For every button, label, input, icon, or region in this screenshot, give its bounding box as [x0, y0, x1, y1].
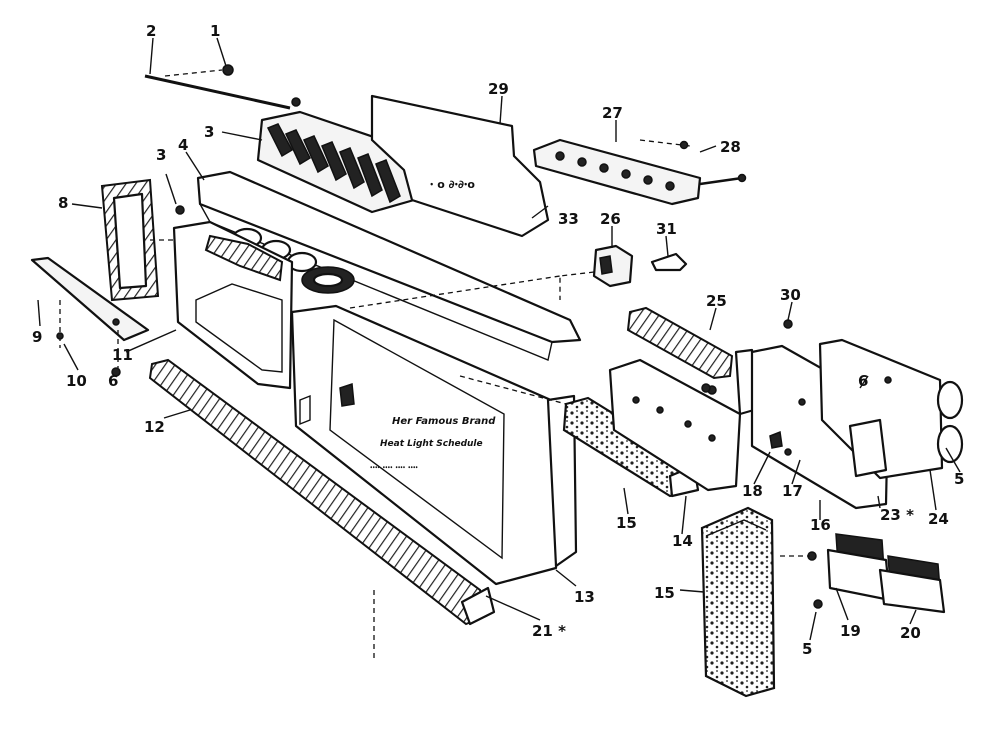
callout-15: 15: [616, 514, 637, 532]
callout-3-top: 3: [204, 123, 214, 141]
callout-28-board: 30: [780, 286, 801, 304]
part-faceplate: Her Famous Brand Heat Light Schedule ꞏꞏꞏ…: [290, 304, 578, 586]
part-textured-panel: [700, 506, 776, 698]
callout-1: 1: [210, 22, 220, 40]
callout-17: 15: [654, 584, 675, 602]
part-bracket-plate: ꞏ o ∂ꞏ∂ꞏo: [370, 94, 550, 238]
callout-18: 16: [810, 516, 831, 534]
callout-6-left: 6: [108, 372, 118, 390]
svg-text:Heat Light Schedule: Heat Light Schedule: [380, 439, 483, 449]
callout-31: 33: [558, 210, 579, 228]
svg-text:ꞏ o ∂ꞏ∂ꞏo: ꞏ o ∂ꞏ∂ꞏo: [430, 178, 475, 191]
callout-6-right: 6: [858, 372, 868, 390]
callout-29: 29: [488, 80, 509, 98]
part-end-cap: [100, 178, 160, 302]
callout-23: 23 *: [880, 506, 914, 524]
callout-10: 10: [66, 372, 87, 390]
part-board-panel: [608, 358, 742, 492]
part-terminal-strip: [532, 138, 747, 206]
part-relay: [559, 244, 688, 300]
callout-5-bottom: 5: [802, 640, 812, 658]
callout-25: 25: [706, 292, 727, 310]
callout-14: 13: [574, 588, 595, 606]
part-rod-and-nut: [144, 64, 301, 110]
callout-30: 31: [656, 220, 677, 238]
part-bottom-trim: [148, 358, 496, 626]
callout-labels: 2 1 3 3 4 8 9 10 6 11 12 29 27 28 33 26 …: [32, 22, 964, 658]
callout-28-relay: 26: [600, 210, 621, 228]
callout-27: 28: [720, 138, 741, 156]
svg-text:ꞏꞏꞏꞏ ꞏꞏꞏꞏ ꞏꞏꞏꞏ ꞏꞏꞏꞏ: ꞏꞏꞏꞏ ꞏꞏꞏꞏ ꞏꞏꞏꞏ ꞏꞏꞏꞏ: [370, 463, 418, 472]
assembly-lines: [56, 205, 810, 660]
part-frame: [172, 220, 294, 390]
callout-3-left: 3: [156, 146, 166, 164]
callout-22: 20: [900, 624, 921, 642]
callout-20: 18: [742, 482, 763, 500]
callout-4: 4: [178, 136, 188, 154]
callout-19: 17: [782, 482, 803, 500]
callout-13: 21 *: [532, 622, 566, 640]
callout-16: 14: [672, 532, 693, 550]
part-switch-block: [256, 110, 416, 214]
callout-26: 27: [602, 104, 623, 122]
part-console-panel: [196, 170, 582, 361]
callout-12: 12: [144, 418, 165, 436]
leader-lines: [37, 37, 961, 641]
callout-5-right: 5: [954, 470, 964, 488]
callout-8: 8: [58, 194, 68, 212]
callout-24: 24: [928, 510, 949, 528]
part-circuit-board: [750, 319, 964, 510]
callout-21: 19: [840, 622, 861, 640]
part-trim-piece: [30, 256, 150, 342]
part-connectors: [807, 533, 946, 614]
callout-11: 11: [112, 346, 133, 364]
callout-9: 9: [32, 328, 42, 346]
svg-text:Her Famous Brand: Her Famous Brand: [392, 416, 496, 427]
callout-2: 2: [146, 22, 156, 40]
